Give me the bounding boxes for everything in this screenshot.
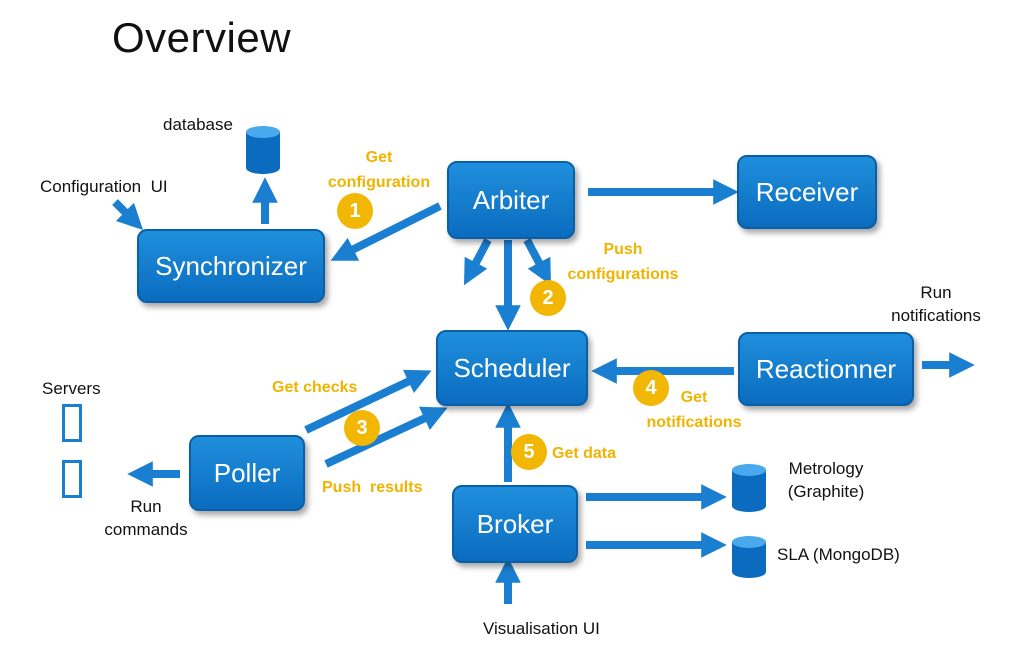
- poller-box: Poller: [189, 435, 305, 511]
- synchronizer-label: Synchronizer: [155, 250, 307, 281]
- broker-label: Broker: [476, 508, 554, 539]
- metrology-label: Metrology (Graphite): [787, 459, 865, 501]
- arrow-arbiter-down-right: [523, 238, 551, 286]
- reactionner-box: Reactionner: [738, 332, 914, 406]
- database-icon: [246, 126, 280, 174]
- step3-badge: 3: [344, 410, 380, 446]
- arrow-configui-synchronizer: [112, 199, 144, 231]
- step1-badge: 1: [337, 193, 373, 229]
- scheduler-box: Scheduler: [436, 330, 588, 406]
- step2-label: Push configurations: [567, 241, 679, 283]
- step5-badge: 5: [511, 434, 547, 470]
- step3-get-checks-label: Get checks: [272, 379, 358, 396]
- poller-label: Poller: [213, 457, 281, 488]
- arrow-poller-pushresults: [324, 406, 448, 468]
- receiver-label: Receiver: [755, 176, 859, 207]
- reactionner-label: Reactionner: [755, 353, 897, 384]
- run-notifications-label: Run notifications: [891, 283, 981, 325]
- scheduler-label: Scheduler: [453, 352, 571, 383]
- database-label: database: [163, 115, 233, 134]
- arrow-poller-getchecks: [304, 369, 432, 434]
- sla-database-icon: [732, 536, 766, 578]
- arrow-arbiter-synchronizer: [330, 202, 442, 261]
- receiver-box: Receiver: [737, 155, 877, 229]
- server-icon: [62, 460, 82, 498]
- step3-push-results-label: Push results: [322, 479, 423, 496]
- servers-label: Servers: [42, 379, 101, 398]
- run-commands-label: Run commands: [104, 497, 188, 539]
- arbiter-label: Arbiter: [472, 184, 550, 215]
- arrow-arbiter-down-left: [464, 238, 492, 286]
- broker-box: Broker: [452, 485, 578, 563]
- page-title: Overview: [112, 14, 292, 61]
- configuration-ui-label: Configuration UI: [40, 177, 168, 196]
- step1-label: Get configuration: [327, 149, 431, 191]
- step2-badge: 2: [530, 280, 566, 316]
- metrology-database-icon: [732, 464, 766, 512]
- step4-label: Get notifications: [646, 389, 742, 431]
- arbiter-box: Arbiter: [447, 161, 575, 239]
- sla-label: SLA (MongoDB): [777, 545, 900, 564]
- step4-badge: 4: [633, 370, 669, 406]
- visualisation-ui-label: Visualisation UI: [483, 619, 600, 638]
- step5-label: Get data: [552, 445, 617, 462]
- synchronizer-box: Synchronizer: [137, 229, 325, 303]
- server-icon: [62, 404, 82, 442]
